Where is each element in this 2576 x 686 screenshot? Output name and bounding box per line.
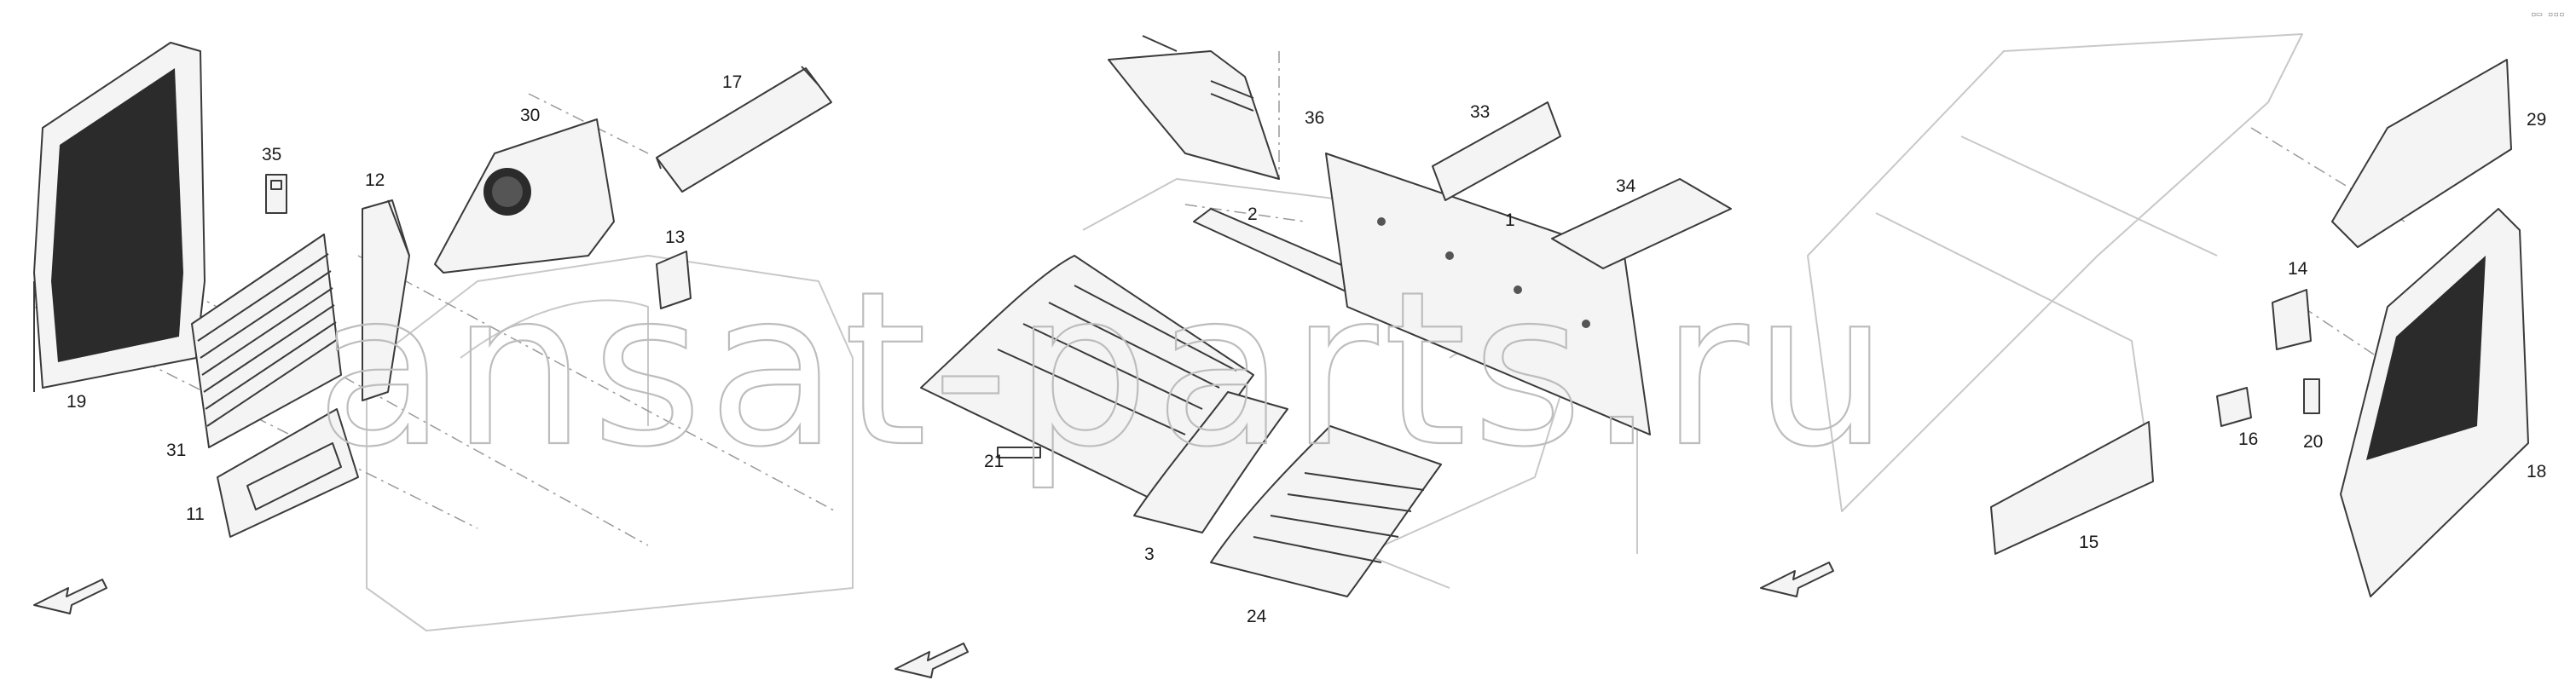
callout-29: 29 — [2527, 110, 2546, 130]
part-19-grille-door — [33, 42, 206, 392]
callout-17: 17 — [722, 72, 742, 92]
callout-20: 20 — [2303, 432, 2323, 452]
callout-15: 15 — [2079, 533, 2098, 552]
direction-arrow-middle — [894, 643, 969, 678]
part-34-plate — [1551, 178, 1732, 269]
part-20-latch — [2303, 378, 2320, 414]
callout-11: 11 — [186, 504, 205, 524]
callout-31: 31 — [166, 441, 186, 460]
part-1-bulkhead — [1325, 153, 1651, 435]
right-assembly — [1807, 33, 2529, 597]
part-11-lower-panel — [217, 408, 359, 538]
part-33-plate — [1432, 101, 1561, 201]
callout-36: 36 — [1305, 108, 1324, 128]
part-16-block — [2216, 387, 2252, 427]
callout-12: 12 — [365, 170, 385, 190]
left-assembly — [33, 42, 854, 631]
middle-assembly — [920, 35, 1732, 597]
callout-21: 21 — [984, 452, 1004, 471]
watermark-text: ansat-parts.ru — [315, 245, 1894, 493]
part-14-bracket — [2272, 289, 2312, 350]
callout-34: 34 — [1616, 176, 1636, 196]
callout-13: 13 — [665, 228, 685, 247]
callout-30: 30 — [520, 106, 540, 125]
callout-19: 19 — [67, 392, 86, 412]
callout-16: 16 — [2238, 429, 2258, 449]
part-29-upper-panel — [2331, 59, 2512, 248]
part-21-hood — [920, 255, 1254, 504]
part-30-fan-shroud — [434, 118, 615, 274]
direction-arrow-right — [1760, 562, 1834, 597]
part-24-louvred-hood — [1210, 425, 1442, 597]
part-3-hood-frame — [1133, 391, 1288, 533]
callout-labels: 19 35 12 31 11 30 17 13 36 2 33 1 34 21 … — [67, 72, 2546, 626]
callout-3: 3 — [1144, 545, 1155, 564]
direction-arrow-left — [33, 579, 107, 614]
part-13-box — [656, 251, 692, 309]
part-35-latch — [265, 174, 287, 214]
callout-24: 24 — [1247, 607, 1267, 626]
part-12-bracket — [362, 199, 410, 401]
callout-1: 1 — [1505, 210, 1515, 230]
part-36-deflector — [1108, 35, 1280, 180]
part-15-lower-skirt — [1990, 421, 2154, 555]
callout-35: 35 — [262, 145, 281, 164]
callout-14: 14 — [2288, 259, 2308, 279]
callout-2: 2 — [1247, 205, 1258, 224]
part-18-side-door — [2340, 208, 2529, 597]
callout-33: 33 — [1470, 102, 1490, 122]
callout-18: 18 — [2527, 462, 2546, 481]
corner-marks: ▫▭ ▫▫▫ — [2531, 9, 2565, 20]
part-31-louvre-grille — [191, 233, 342, 448]
part-17-top-cover — [656, 66, 832, 193]
